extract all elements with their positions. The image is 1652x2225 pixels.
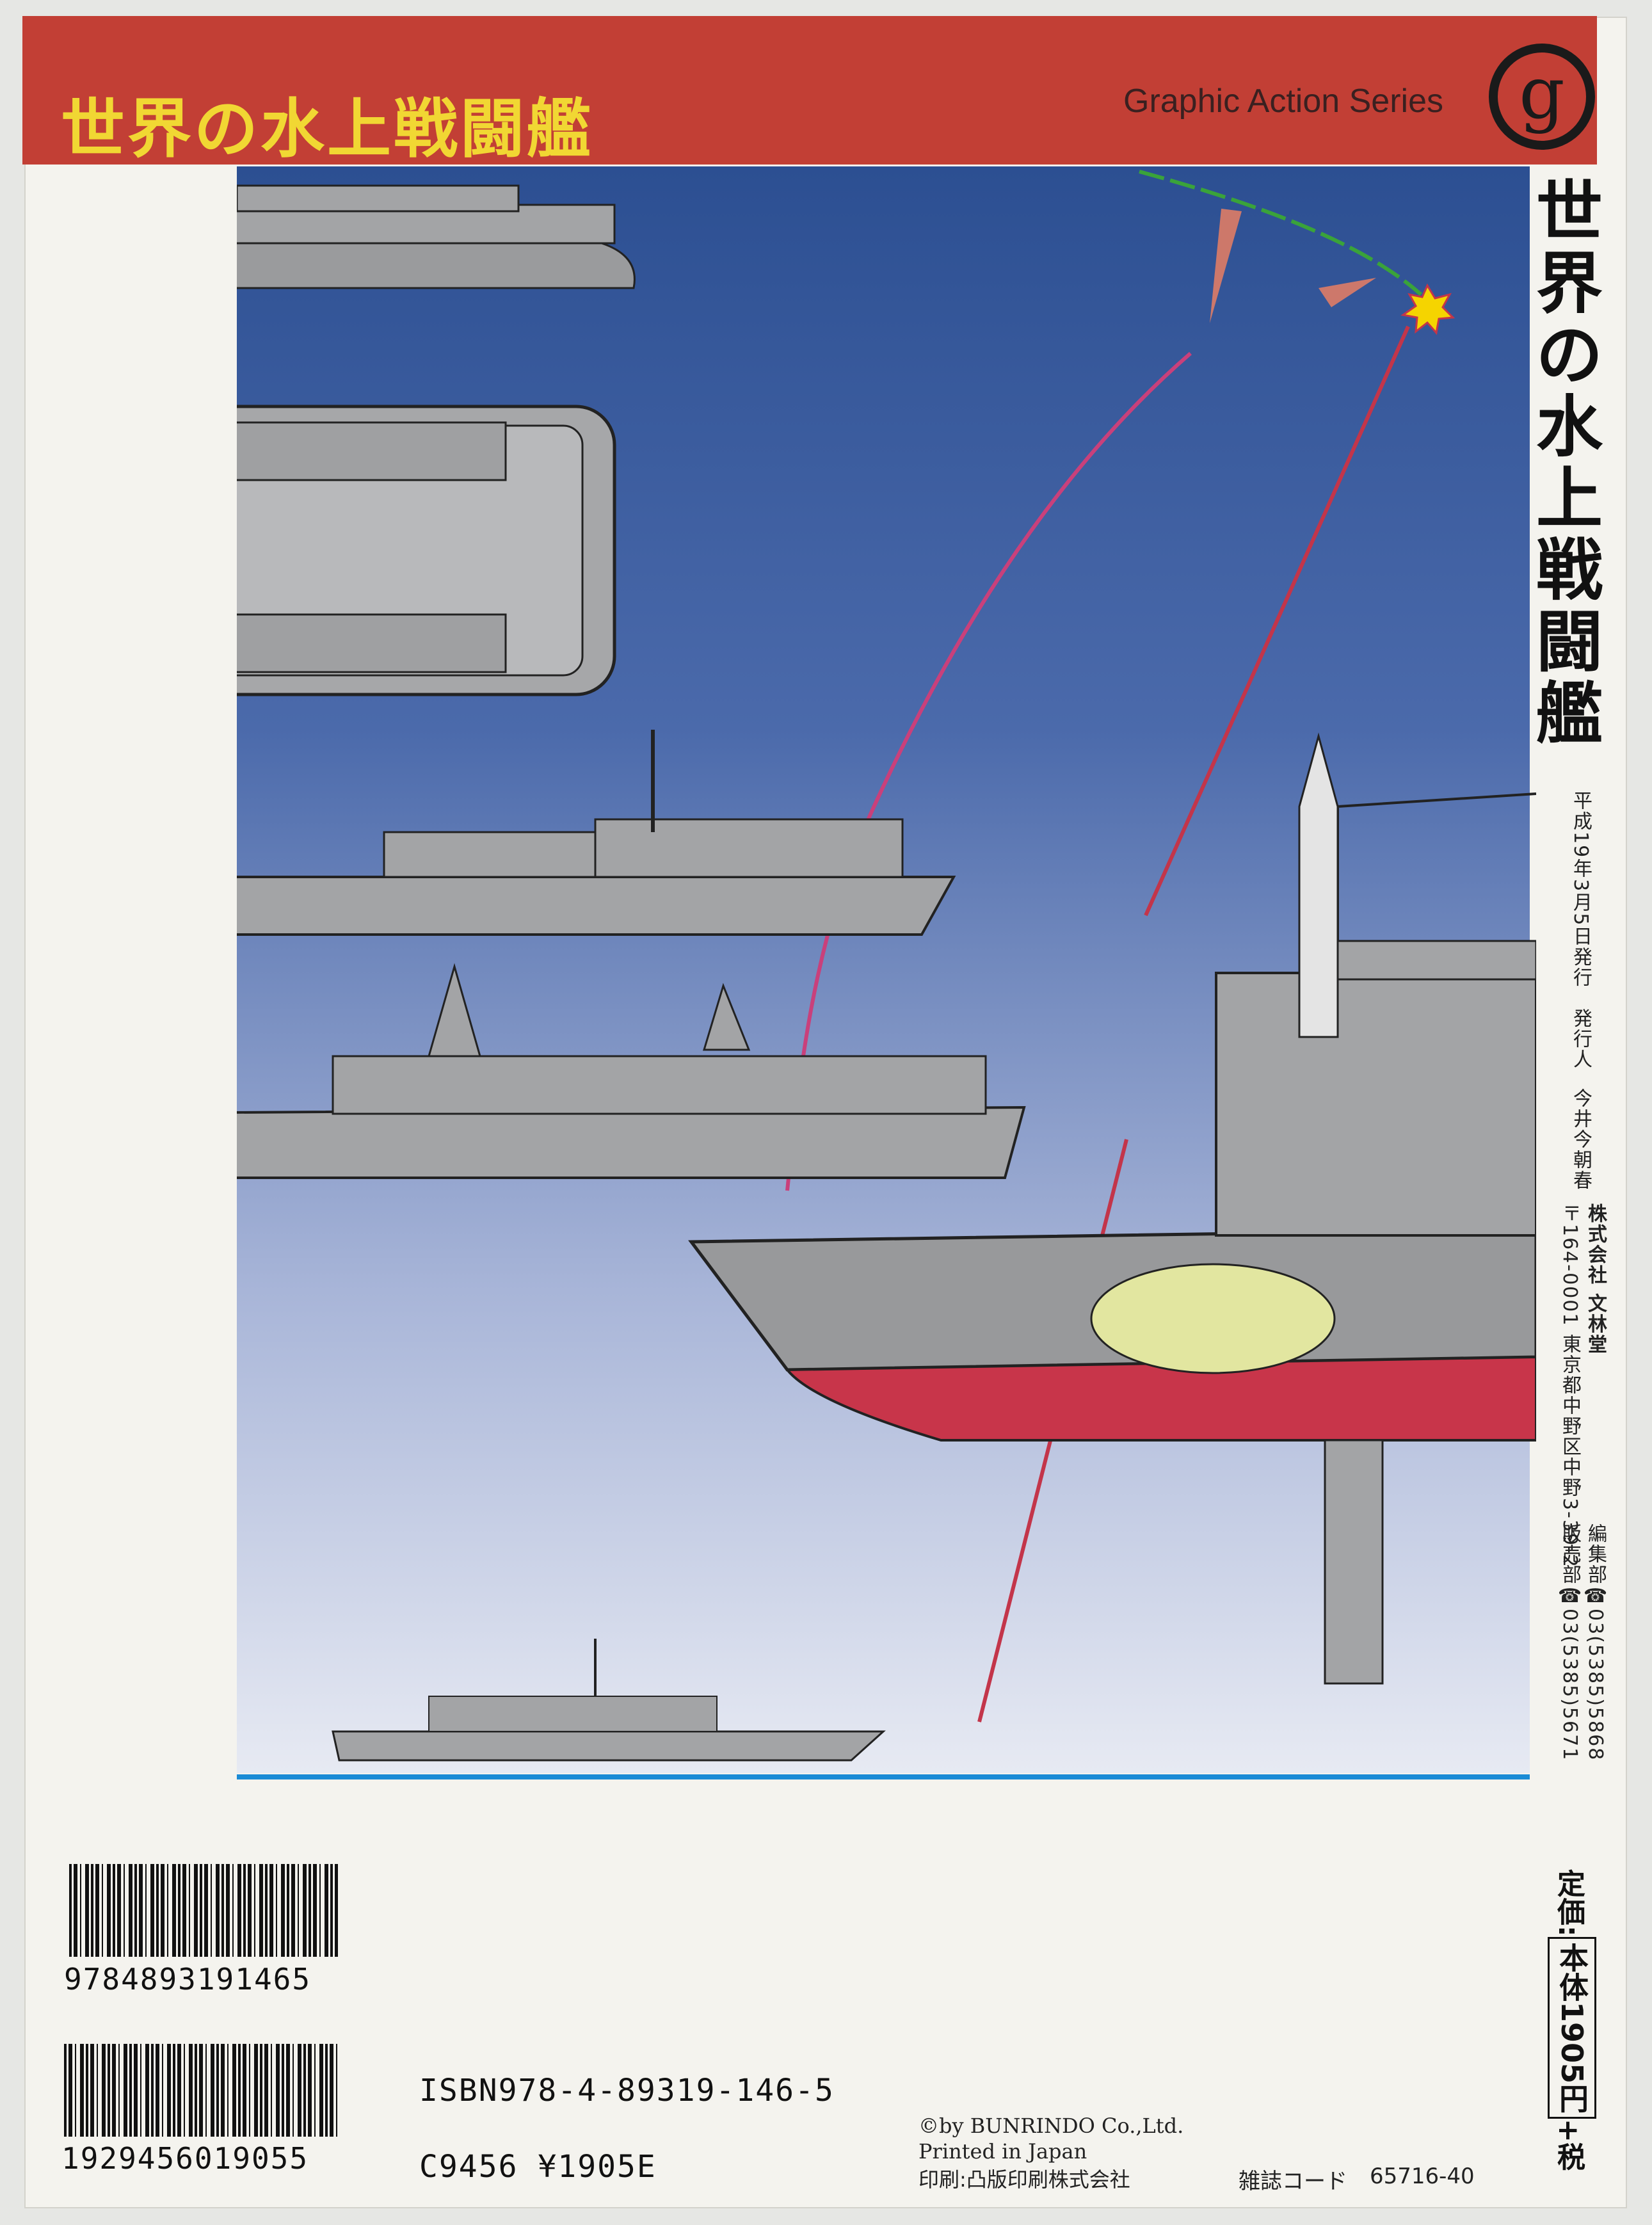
class-code: C9456 ¥1905E <box>419 2149 657 2185</box>
ballistic-arc <box>1139 170 1422 296</box>
cover-title: 世界の水上戦闘艦 <box>61 92 593 166</box>
isbn-barcode <box>69 1864 338 1957</box>
price-tax: +税 <box>1552 2118 1585 2171</box>
lcac-side-view <box>237 184 636 289</box>
warship-illustration <box>237 166 1536 1779</box>
copyright: ©by BUNRINDO Co.,Ltd. <box>918 2114 1184 2138</box>
g-logo-icon: g <box>1489 44 1595 150</box>
company-address: 〒164-0001 東京都中野区中野3-39-2 <box>1559 1203 1581 1568</box>
header-band <box>22 16 1597 165</box>
lcac-top-view <box>237 405 616 696</box>
printed-in: Printed in Japan <box>918 2139 1087 2164</box>
explosion-icon <box>1400 283 1456 335</box>
series-name: Graphic Action Series <box>1123 83 1444 120</box>
price-value: 本体1905円 <box>1548 1936 1596 2119</box>
price-label: 定価: <box>1552 1869 1585 1937</box>
magazine-code-label: 雑誌コード <box>1239 2169 1347 2194</box>
sales-phone: 販売部☎03(5385)5671 <box>1559 1523 1581 1762</box>
magazine-code: 65716-40 <box>1370 2164 1475 2189</box>
cruiser-ship <box>332 1639 886 1762</box>
isbn-text: ISBN978-4-89319-146-5 <box>419 2073 835 2109</box>
sea-line <box>237 1774 1530 1779</box>
price-block: 定価: 本体1905円 +税 <box>1548 1869 1596 2171</box>
logo-letter: g <box>1498 52 1586 141</box>
interceptor-trajectory <box>1144 325 1410 917</box>
publish-date: 平成19年3月5日発行 <box>1569 791 1592 988</box>
editorial-phone: 編集部☎03(5385)5868 <box>1584 1523 1607 1762</box>
isbn-barcode-digits: 9784893191465 <box>64 1962 312 1996</box>
spine-title: 世界の水上戦闘艦 <box>1536 173 1603 753</box>
warhead-cone <box>1210 209 1242 323</box>
price-barcode <box>64 2044 338 2137</box>
printer: 印刷:凸版印刷株式会社 <box>918 2167 1130 2192</box>
lsd-ship <box>237 730 956 936</box>
publisher-name: 今井今朝春 <box>1569 1088 1592 1191</box>
price-barcode-digits: 1929456019055 <box>61 2141 309 2176</box>
warhead-cone-2 <box>1319 278 1376 307</box>
destroyer-cutaway <box>688 732 1536 1685</box>
company-name: 株式会社 文林堂 <box>1584 1203 1607 1355</box>
lpd-ship <box>237 963 1026 1179</box>
publisher-label: 発行人 <box>1569 1008 1592 1070</box>
